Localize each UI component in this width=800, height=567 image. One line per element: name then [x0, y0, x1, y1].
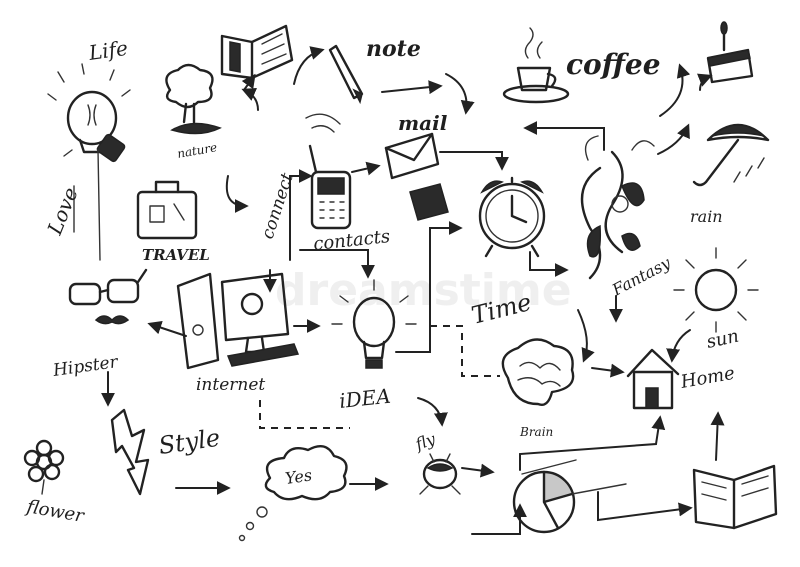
glasses-icon	[68, 268, 148, 306]
pen-icon	[328, 44, 364, 105]
open-book-icon	[220, 24, 294, 80]
cloud-icon	[238, 444, 348, 542]
connectors	[73, 46, 725, 535]
label-nature: nature	[176, 140, 218, 161]
fantasy-swirl-icon	[580, 135, 655, 280]
label-life: Life	[86, 36, 129, 65]
sun-icon	[673, 247, 759, 333]
phone-icon	[305, 113, 352, 230]
label-style: Style	[157, 424, 222, 460]
watermark-text: dreamstime	[275, 265, 572, 316]
label-flower: flower	[23, 496, 87, 527]
flower-icon	[23, 439, 65, 495]
suitcase-icon	[136, 180, 198, 240]
brain-icon	[501, 338, 575, 406]
pie-chart-icon	[512, 470, 576, 534]
lightning-icon	[110, 408, 150, 496]
computer-icon	[176, 272, 300, 370]
label-idea: iDEA	[338, 384, 392, 413]
label-coffee: coffee	[566, 48, 661, 81]
cake-icon	[706, 21, 754, 84]
label-yes: Yes	[284, 465, 313, 488]
label-love: Love	[42, 184, 83, 239]
notepad-icon	[409, 183, 449, 221]
label-contacts: contacts	[312, 226, 391, 255]
label-hipster: Hipster	[51, 352, 120, 381]
umbrella-icon	[692, 123, 770, 187]
label-connect: connect	[258, 170, 298, 241]
label-note: note	[366, 36, 421, 62]
alarm-clock-icon	[478, 176, 546, 258]
label-travel: TRAVEL	[142, 246, 210, 264]
label-brain: Brain	[519, 425, 553, 439]
label-home: Home	[678, 363, 736, 393]
label-fly: fly	[412, 429, 439, 454]
book-bottom-icon	[692, 464, 778, 530]
tree-icon	[165, 63, 222, 135]
lightbulb-icon	[47, 63, 131, 163]
idea-bulb-icon	[331, 279, 417, 369]
coffee-cup-icon	[502, 27, 570, 104]
envelope-icon	[384, 132, 440, 180]
mustache-icon	[94, 315, 130, 325]
label-mail: mail	[398, 111, 448, 135]
label-sun: sun	[705, 326, 741, 353]
fly-icon	[419, 453, 461, 495]
label-fantasy: Fantasy	[608, 253, 674, 300]
house-icon	[626, 348, 680, 410]
label-rain: rain	[690, 207, 723, 226]
label-internet: internet	[196, 375, 265, 395]
